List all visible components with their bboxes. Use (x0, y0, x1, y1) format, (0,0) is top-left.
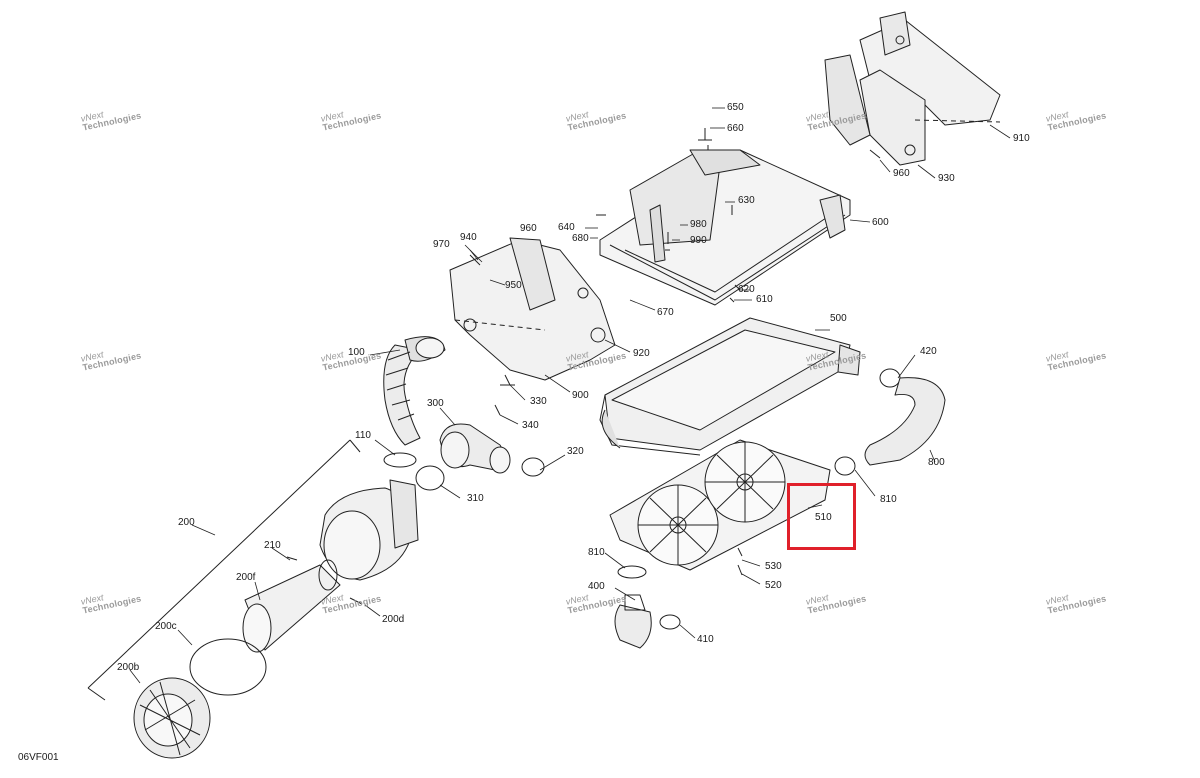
part-label-660: 660 (727, 123, 744, 134)
leader-lines (129, 107, 1011, 684)
clamp-110 (383, 452, 417, 468)
part-label-970: 970 (433, 239, 450, 250)
part-label-420: 420 (920, 346, 937, 357)
part-label-670: 670 (657, 307, 674, 318)
highlight-box (787, 483, 856, 550)
bracket-910 (824, 11, 1001, 166)
part-label-400: 400 (588, 581, 605, 592)
part-label-910: 910 (1013, 133, 1030, 144)
part-label-520: 520 (765, 580, 782, 591)
part-label-960-top: 960 (893, 168, 910, 179)
part-label-920: 920 (633, 348, 650, 359)
part-label-310: 310 (467, 493, 484, 504)
part-label-980: 980 (690, 219, 707, 230)
part-label-810-right: 810 (880, 494, 897, 505)
clamp-810a (617, 565, 647, 579)
part-label-680: 680 (572, 233, 589, 244)
part-label-100: 100 (348, 347, 365, 358)
part-label-600: 600 (872, 217, 889, 228)
part-label-930: 930 (938, 173, 955, 184)
part-label-200c: 200c (155, 621, 177, 632)
clamp-410 (659, 614, 681, 630)
fan-510 (609, 439, 831, 571)
filter-housing-200 (319, 479, 419, 581)
hose-800 (864, 377, 946, 466)
part-label-630: 630 (738, 195, 755, 206)
clamp-420 (879, 368, 901, 388)
part-label-110: 110 (355, 430, 371, 441)
part-label-640: 640 (558, 222, 575, 233)
part-label-530: 530 (765, 561, 782, 572)
part-label-800: 800 (928, 457, 945, 468)
part-label-200: 200 (178, 517, 195, 528)
filter-element-200f (242, 559, 341, 653)
part-label-500: 500 (830, 313, 847, 324)
duct-400 (614, 594, 652, 649)
part-label-940: 940 (460, 232, 477, 243)
cap-200b (133, 677, 211, 759)
part-label-410: 410 (697, 634, 714, 645)
part-label-200f: 200f (236, 572, 256, 583)
part-label-200d: 200d (382, 614, 405, 625)
part-label-650: 650 (727, 102, 744, 113)
part-label-340: 340 (522, 420, 539, 431)
hose-100 (383, 336, 446, 446)
part-label-200b: 200b (117, 662, 140, 673)
elbow-300 (439, 423, 511, 474)
fasteners (286, 128, 881, 605)
clamp-810b (834, 456, 856, 476)
frame-600 (599, 149, 851, 306)
radiator-500 (599, 317, 861, 456)
part-label-330: 330 (530, 396, 547, 407)
shroud-900 (449, 237, 616, 381)
part-label-900: 900 (572, 390, 589, 401)
group-bracket-200 (87, 439, 361, 701)
part-label-300: 300 (427, 398, 444, 409)
part-label-810-left: 810 (588, 547, 605, 558)
part-label-510: 510 (815, 512, 832, 523)
clamp-320 (521, 457, 545, 477)
part-label-320: 320 (567, 446, 584, 457)
clamp-310 (415, 465, 445, 491)
part-label-960-mid: 960 (520, 223, 537, 234)
part-label-210: 210 (264, 540, 281, 551)
drawing-code: 06VF001 (18, 752, 59, 763)
part-label-990: 990 (690, 235, 707, 246)
part-label-950: 950 (505, 280, 522, 291)
part-label-620: 620 (738, 284, 755, 295)
ring-200c (189, 638, 267, 696)
part-label-610: 610 (756, 294, 773, 305)
